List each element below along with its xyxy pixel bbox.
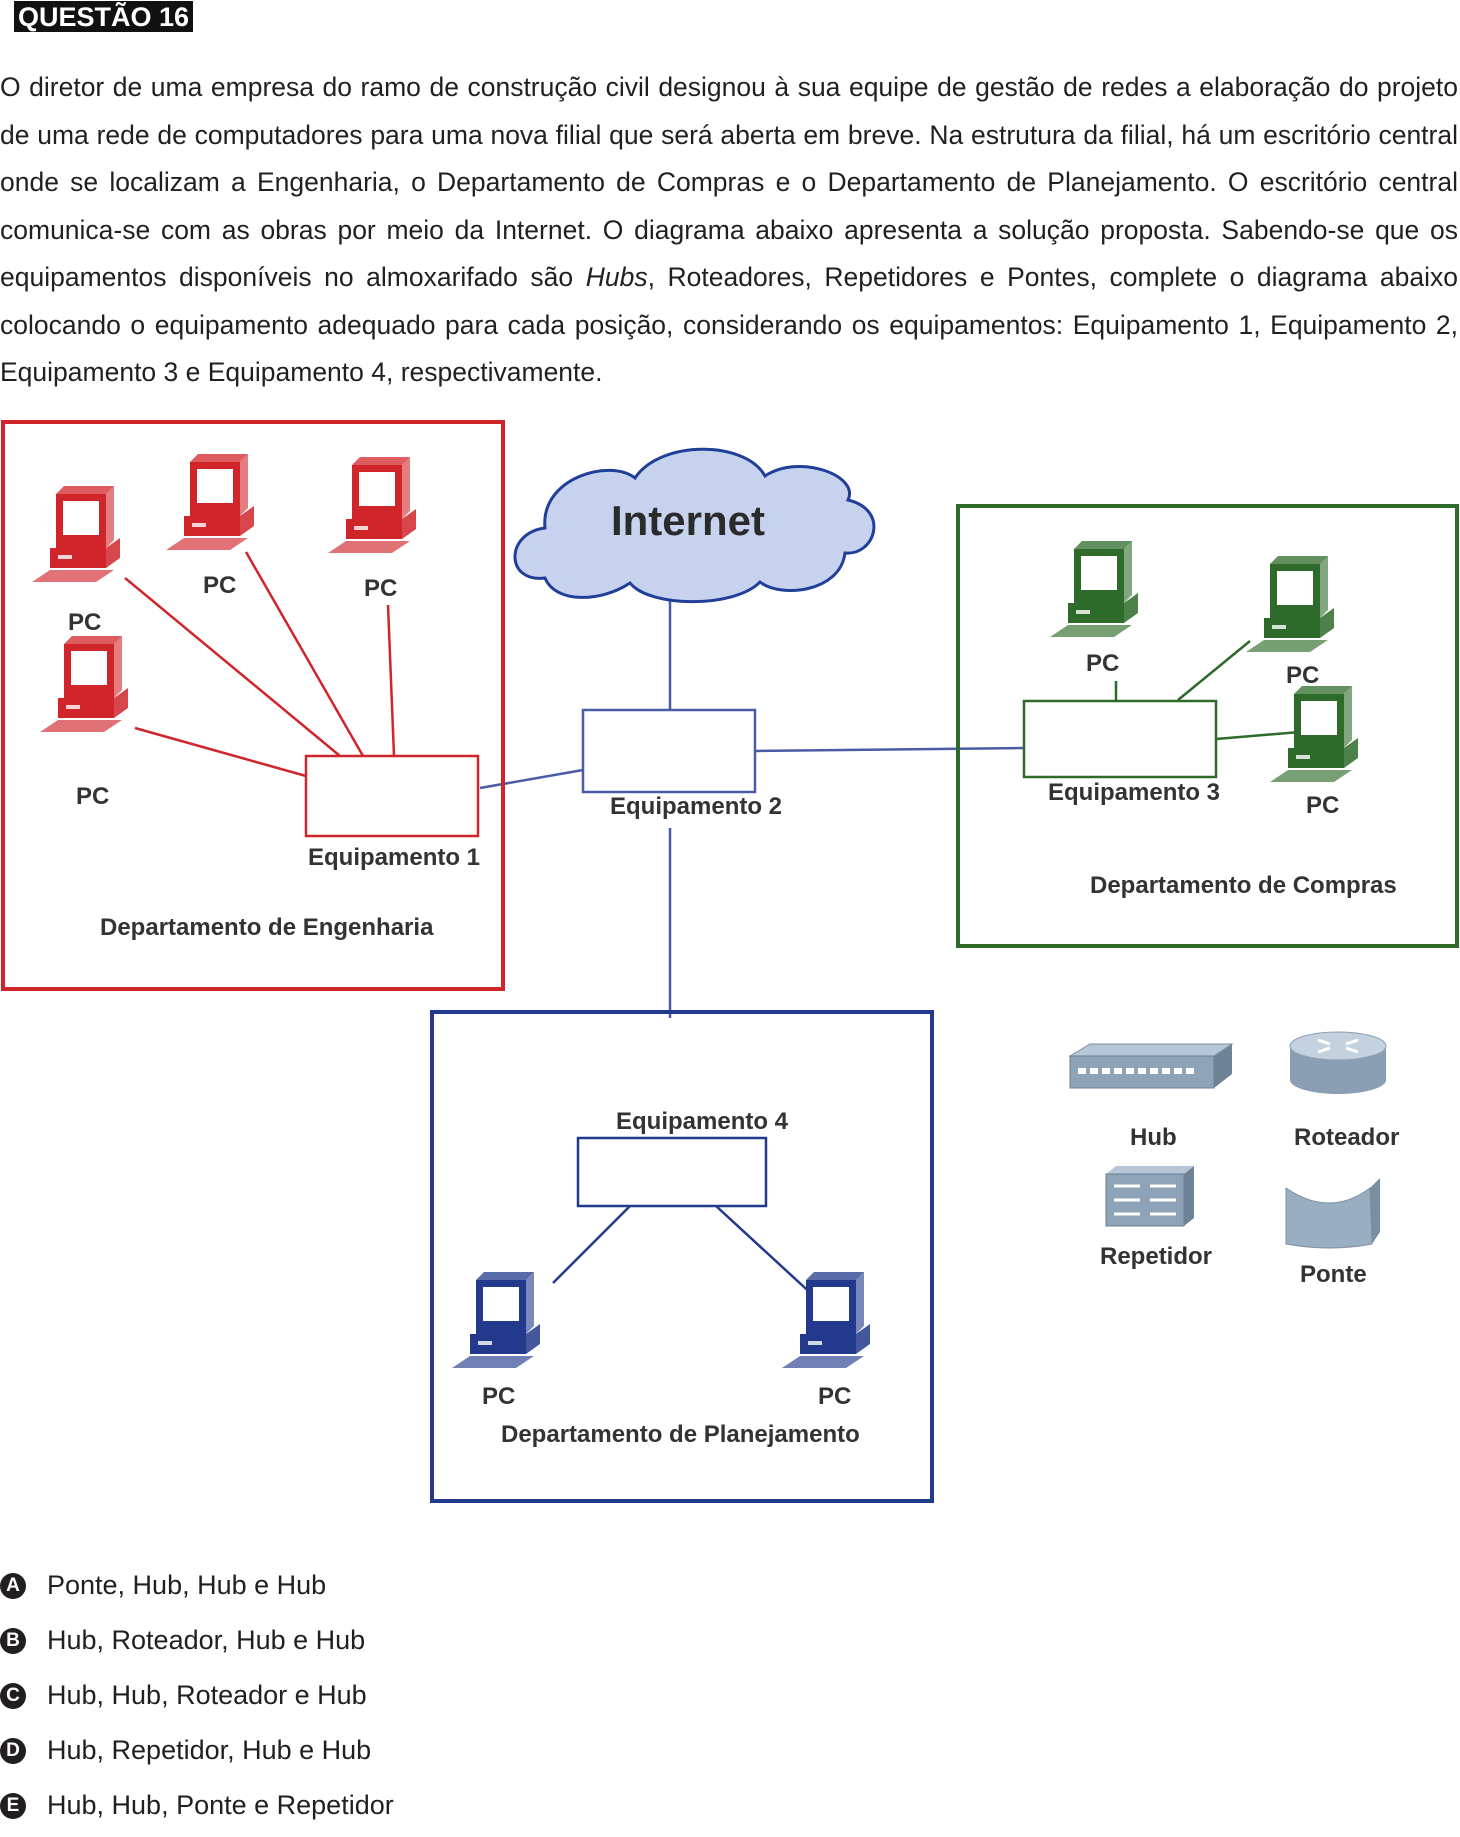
answer-options: A Ponte, Hub, Hub e Hub B Hub, Roteador,…	[0, 1562, 800, 1837]
pc-label: PC	[482, 1383, 515, 1410]
internet-label: Internet	[611, 497, 765, 544]
pc-label: PC	[1086, 650, 1119, 677]
option-text: Hub, Roteador, Hub e Hub	[47, 1625, 366, 1655]
question-title: QUESTÃO 16	[14, 1, 194, 32]
pc-icon	[452, 1272, 870, 1368]
dept-compras-label: Departamento de Compras	[1090, 872, 1397, 899]
option-text: Hub, Hub, Ponte e Repetidor	[47, 1790, 394, 1820]
statement-italic-hubs: Hubs	[585, 262, 648, 292]
dept-engenharia-label: Departamento de Engenharia	[100, 914, 434, 941]
hub-icon	[1068, 1043, 1234, 1089]
bridge-icon	[1285, 1178, 1380, 1249]
equipamento-4-slot[interactable]	[576, 1136, 768, 1208]
equipamento-1-slot[interactable]	[304, 754, 480, 838]
statement-part-2: , Roteadores, Repetidores e Pontes, comp…	[0, 262, 1458, 387]
engenharia-box	[1, 420, 505, 991]
pc-label: PC	[1286, 662, 1319, 689]
router-icon	[1289, 1031, 1387, 1094]
legend-roteador-label: Roteador	[1294, 1124, 1399, 1151]
answer-option-d[interactable]: D Hub, Repetidor, Hub e Hub	[0, 1727, 800, 1782]
pc-label: PC	[203, 572, 236, 599]
answer-option-c[interactable]: C Hub, Hub, Roteador e Hub	[0, 1672, 800, 1727]
equipamento-2-slot[interactable]	[581, 708, 757, 794]
repeater-icon	[1105, 1166, 1194, 1227]
pc-label: PC	[1306, 792, 1339, 819]
network-diagram: Internet Equipamento 1 Equipamento 2 Equ…	[1, 420, 1459, 1503]
pc-label: PC	[818, 1383, 851, 1410]
pc-label: PC	[68, 609, 101, 636]
legend-ponte-label: Ponte	[1300, 1261, 1367, 1288]
answer-option-b[interactable]: B Hub, Roteador, Hub e Hub	[0, 1617, 800, 1672]
equipamento-4-label: Equipamento 4	[616, 1108, 789, 1135]
statement-part-1: O diretor de uma empresa do ramo de cons…	[0, 72, 1458, 292]
option-text: Ponte, Hub, Hub e Hub	[47, 1570, 327, 1600]
connections	[124, 551, 1301, 1299]
option-text: Hub, Hub, Roteador e Hub	[47, 1680, 367, 1710]
option-letter: E	[0, 1793, 26, 1819]
internet-cloud: Internet	[513, 447, 876, 604]
planejamento-box	[430, 1010, 934, 1503]
option-letter: A	[0, 1573, 26, 1599]
equipamento-2-label: Equipamento 2	[610, 793, 782, 820]
option-letter: C	[0, 1683, 26, 1709]
equipamento-3-label: Equipamento 3	[1048, 779, 1220, 806]
option-text: Hub, Repetidor, Hub e Hub	[47, 1735, 372, 1765]
dept-planejamento-label: Departamento de Planejamento	[501, 1421, 860, 1448]
answer-option-e[interactable]: E Hub, Hub, Ponte e Repetidor	[0, 1782, 800, 1837]
legend-hub-label: Hub	[1130, 1124, 1177, 1151]
equipamento-3-slot[interactable]	[1022, 699, 1218, 779]
question-statement: O diretor de uma empresa do ramo de cons…	[0, 64, 1458, 397]
answer-option-a[interactable]: A Ponte, Hub, Hub e Hub	[0, 1562, 800, 1617]
pc-label: PC	[364, 575, 397, 602]
option-letter: D	[0, 1738, 26, 1764]
compras-box	[956, 504, 1459, 948]
pc-label: PC	[76, 783, 109, 810]
option-letter: B	[0, 1628, 26, 1654]
equipamento-1-label: Equipamento 1	[308, 844, 480, 871]
legend-repetidor-label: Repetidor	[1100, 1243, 1212, 1270]
